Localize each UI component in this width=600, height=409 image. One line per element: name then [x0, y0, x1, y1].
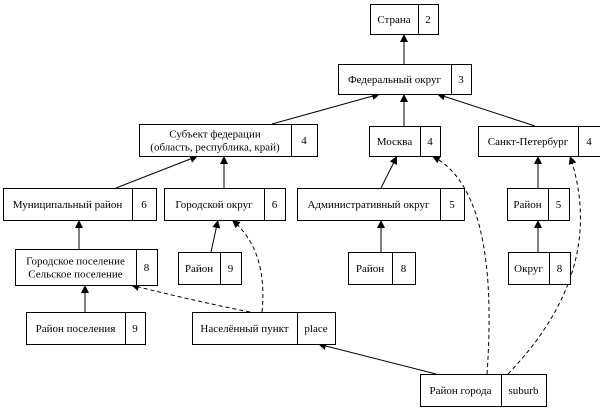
node-box	[15, 249, 158, 286]
node-spb_rayon: Район 5	[507, 188, 570, 221]
node-adm_okrug: Административный округ 5	[297, 188, 465, 221]
node-level: 9	[132, 323, 138, 335]
node-box	[3, 188, 157, 221]
node-label-line: Район	[185, 263, 213, 275]
node-label: Муниципальный район	[13, 199, 123, 211]
node-label: Район	[185, 263, 213, 275]
node-label: Санкт-Петербург	[488, 136, 569, 148]
node-spb: Санкт-Петербург 4	[478, 126, 600, 157]
node-level: 8	[144, 262, 150, 274]
edge-nas_punkt-to-poselenie	[130, 283, 251, 313]
node-label-line: Страна	[377, 14, 410, 26]
node-level: place	[304, 323, 327, 335]
node-level: 6	[141, 199, 147, 211]
node-label-line: Субъект федерации	[169, 129, 261, 141]
node-box	[507, 188, 570, 221]
node-label: Субъект федерации(область, республика, к…	[150, 129, 280, 154]
node-label-line: Район	[356, 263, 384, 275]
node-label: Округ	[514, 263, 543, 275]
node-box	[369, 126, 441, 157]
node-label-line: (область, республика, край)	[150, 142, 280, 154]
node-spb_okrug: Округ 8	[508, 252, 571, 285]
node-level: suburb	[509, 385, 539, 397]
edge-ray_goroda-to-moskva	[431, 155, 490, 375]
node-box	[370, 4, 439, 35]
node-level: 5	[449, 199, 455, 211]
node-fed_okrug: Федеральный округ 3	[338, 64, 472, 95]
node-label-line: Городское поселение	[26, 256, 125, 268]
node-box	[508, 252, 571, 285]
edge-go_rayon-to-gor_okrug	[210, 219, 221, 253]
node-label: Москва	[377, 136, 413, 148]
node-box	[192, 312, 336, 345]
node-level: 5	[556, 199, 562, 211]
edge-subekt-to-fed_okrug	[271, 92, 381, 125]
node-mun_rayon: Муниципальный район 6	[3, 188, 157, 221]
node-moskva: Москва 4	[369, 126, 441, 157]
node-level: 3	[458, 74, 464, 86]
node-level: 6	[272, 199, 278, 211]
node-gor_okrug: Городской округ 6	[164, 188, 286, 221]
node-label: Район города	[430, 385, 492, 397]
node-label-line: Административный округ	[307, 199, 430, 211]
node-label: Городской округ	[175, 199, 253, 211]
node-level: 4	[586, 136, 592, 148]
node-label: Федеральный округ	[348, 74, 442, 86]
edge-ray_goroda-to-nas_punkt	[317, 342, 437, 375]
node-box	[139, 124, 318, 157]
node-level: 9	[228, 263, 234, 275]
node-label: Район	[356, 263, 384, 275]
node-level: 4	[301, 135, 307, 147]
node-level: 2	[425, 14, 431, 26]
node-label-line: Санкт-Петербург	[488, 136, 569, 148]
node-label-line: Район поселения	[36, 323, 116, 335]
node-level: 8	[557, 263, 563, 275]
node-box	[420, 374, 547, 407]
node-nas_punkt: Населённый пункт place	[192, 312, 336, 345]
node-label-line: Муниципальный район	[13, 199, 123, 211]
node-box	[478, 126, 600, 157]
node-label-line: Москва	[377, 136, 413, 148]
node-label: Район	[513, 199, 541, 211]
node-box	[348, 252, 416, 285]
node-label: Населённый пункт	[200, 323, 288, 335]
edges-layer	[75, 34, 581, 375]
node-label-line: Район	[513, 199, 541, 211]
node-box	[178, 252, 242, 285]
node-level: 4	[427, 136, 433, 148]
node-label-line: Район города	[430, 385, 492, 397]
node-go_rayon: Район 9	[178, 252, 242, 285]
node-strana: Страна 2	[370, 4, 439, 35]
edge-ray_goroda-to-spb	[507, 155, 581, 375]
node-label: Административный округ	[307, 199, 430, 211]
node-box	[297, 188, 465, 221]
node-label: Страна	[377, 14, 410, 26]
node-msk_rayon: Район 8	[348, 252, 416, 285]
node-label-line: Городской округ	[175, 199, 253, 211]
node-label-line: Населённый пункт	[200, 323, 288, 335]
edge-mun_rayon-to-subekt	[115, 155, 199, 189]
edge-nas_punkt-to-gor_okrug	[231, 219, 264, 313]
node-label-line: Округ	[514, 263, 543, 275]
edge-spb-to-fed_okrug	[436, 92, 536, 127]
node-label-line: Сельское поселение	[28, 269, 122, 281]
node-level: 8	[401, 263, 407, 275]
node-box	[164, 188, 286, 221]
node-label-line: Федеральный округ	[348, 74, 442, 86]
node-ray_goroda: Район города suburb	[420, 374, 547, 407]
edge-adm_okrug-to-moskva	[380, 155, 398, 189]
node-label: Район поселения	[36, 323, 116, 335]
node-ray_pos: Район поселения 9	[26, 312, 146, 345]
node-subekt: Субъект федерации(область, республика, к…	[139, 124, 318, 157]
node-box	[338, 64, 472, 95]
